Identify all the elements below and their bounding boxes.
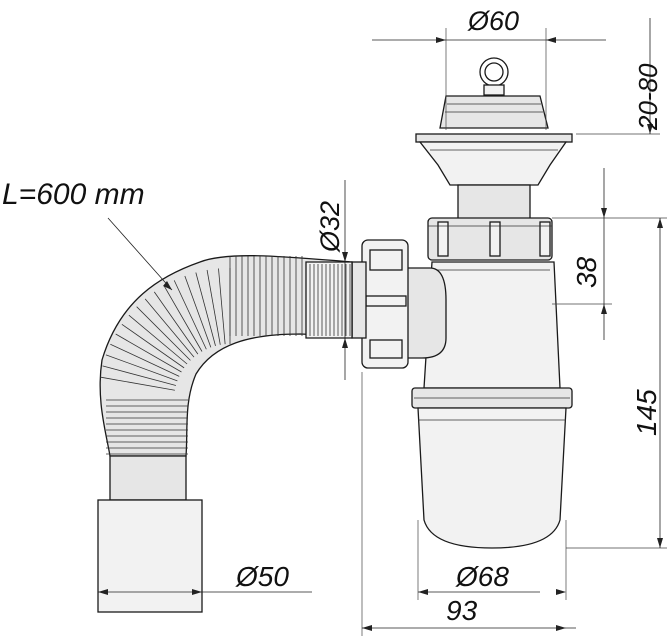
trap-cup	[411, 387, 573, 549]
label-outlet-diameter: Ø32	[315, 201, 345, 253]
dimension-lines	[98, 18, 667, 636]
union-nut	[427, 217, 553, 261]
plug-with-ring	[439, 57, 549, 129]
strainer-flange	[415, 133, 573, 220]
label-cup-diameter: Ø68	[455, 561, 509, 592]
label-strainer-diameter: Ø60	[467, 6, 519, 36]
label-trap-height: 145	[631, 389, 662, 436]
label-overall-width: 93	[446, 595, 478, 626]
pipe-connector	[97, 455, 203, 613]
side-outlet-elbow	[351, 239, 447, 369]
label-hose-length: L=600 mm	[2, 178, 145, 211]
label-connector-height: 38	[571, 256, 602, 288]
corrugated-hose	[99, 255, 353, 457]
label-pipe-diameter: Ø50	[235, 561, 289, 592]
label-thread-length: 20-80	[633, 63, 663, 131]
